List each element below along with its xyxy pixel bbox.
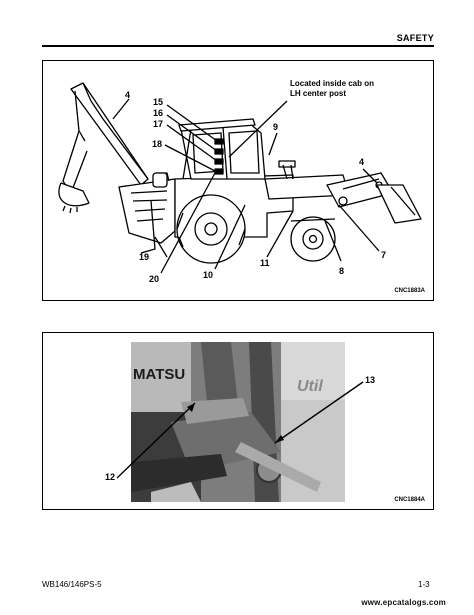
callout-13: 13 bbox=[365, 375, 376, 385]
photo-rendering bbox=[131, 342, 345, 502]
callout-17: 17 bbox=[153, 119, 164, 129]
model-number: WB146/146PS-5 bbox=[42, 580, 102, 589]
backhoe-line-drawing bbox=[58, 82, 422, 274]
page-header: SAFETY bbox=[42, 33, 434, 45]
callout-16: 16 bbox=[153, 108, 164, 118]
figure-hitch-photo: MATSU Util 13 12 CNC1884A bbox=[42, 332, 434, 510]
callout-7: 7 bbox=[381, 250, 387, 260]
callout-19: 19 bbox=[139, 252, 150, 262]
watermark: www.epcatalogs.com bbox=[361, 598, 446, 607]
callout-20: 20 bbox=[149, 274, 160, 284]
callout-9: 9 bbox=[273, 122, 279, 132]
hitch-photograph: MATSU Util bbox=[131, 342, 345, 502]
callout-15: 15 bbox=[153, 97, 164, 107]
cab-location-note-line1: Located inside cab on bbox=[290, 79, 375, 88]
page-number: 1-3 bbox=[418, 580, 430, 589]
figure-code: CNC1884A bbox=[394, 497, 425, 503]
utility-decal-text: Util bbox=[297, 378, 323, 395]
callout-18: 18 bbox=[152, 139, 163, 149]
callout-10: 10 bbox=[203, 270, 214, 280]
brand-decal-text: MATSU bbox=[133, 366, 186, 383]
photo-leader-lines bbox=[116, 381, 364, 479]
callout-11: 11 bbox=[260, 258, 270, 268]
figure-backhoe-diagram: Located inside cab on LH center post 4 1… bbox=[42, 60, 434, 301]
cab-location-note-line2: LH center post bbox=[290, 89, 347, 98]
callout-8: 8 bbox=[339, 266, 345, 276]
section-title: SAFETY bbox=[396, 33, 434, 43]
figure-code: CNC1883A bbox=[394, 288, 425, 294]
callout-4-loader: 4 bbox=[359, 157, 365, 167]
callout-12: 12 bbox=[105, 472, 116, 482]
callout-4-backhoe: 4 bbox=[125, 90, 131, 100]
header-rule bbox=[42, 45, 434, 47]
